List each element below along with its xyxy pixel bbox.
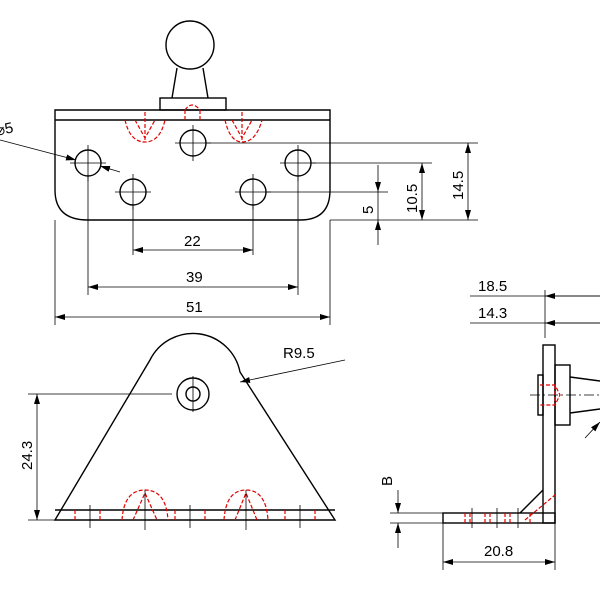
dim-22: 22 <box>184 233 201 250</box>
dim-39: 39 <box>186 269 203 286</box>
dim-51: 51 <box>186 299 203 316</box>
side-view: 18.5 14.3 20.8 <box>442 278 600 570</box>
dim-10-5: 10.5 <box>404 184 421 213</box>
dim-18-5: 18.5 <box>478 278 507 295</box>
dim-20-8: 20.8 <box>484 543 513 560</box>
dim-5: 5 <box>360 206 377 214</box>
plate-outline <box>54 109 331 221</box>
radius-label: R9.5 <box>283 345 315 362</box>
height-label: 24.3 <box>19 441 36 470</box>
holes <box>70 125 316 210</box>
bracket-outline <box>53 332 337 521</box>
front-view: R9.5 24.3 B <box>19 332 443 548</box>
hidden-cones-top <box>124 104 263 143</box>
dim-14-3: 14.3 <box>478 305 507 322</box>
ball-stud <box>159 20 227 111</box>
hole-diameter-label: ⌀5 <box>0 119 15 139</box>
top-view: ⌀5 14.5 10.5 5 22 39 51 <box>0 20 478 325</box>
dim-14-5: 14.5 <box>450 171 467 200</box>
hidden-cones-front <box>74 489 316 530</box>
thickness-label: B <box>379 476 396 486</box>
